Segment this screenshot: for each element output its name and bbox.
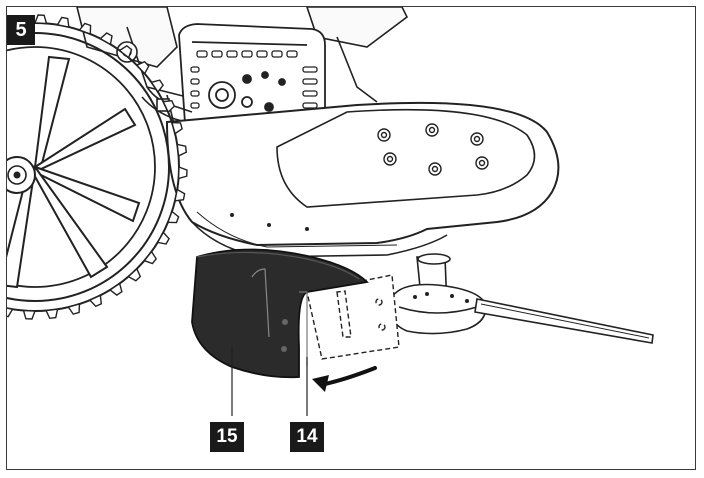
wheel-tread-tooth <box>45 308 59 320</box>
wheel-tread-tooth <box>99 32 113 46</box>
wheel-tread-tooth <box>7 307 14 318</box>
figure-number-badge: 5 <box>7 15 35 45</box>
wheel-tread-tooth <box>166 210 180 224</box>
wheel-tread-tooth <box>33 14 48 25</box>
wheel-tread-tooth <box>88 294 103 308</box>
spindle-head <box>389 253 654 344</box>
wheel-tread-tooth <box>78 22 92 36</box>
callout-leader-lines <box>231 347 308 416</box>
trimmer-illustration <box>7 7 654 416</box>
wheel-tread-tooth <box>127 267 142 282</box>
wheel-tread-tooth <box>67 303 81 315</box>
wheel-tread-tooth <box>22 309 37 320</box>
wheel-tread-tooth <box>108 282 123 296</box>
figure-frame: 5 15 14 <box>6 6 696 470</box>
wheel-tread-tooth <box>174 188 186 202</box>
wheel-tread-tooth <box>118 44 133 59</box>
wheel <box>7 14 188 320</box>
callout-label-14: 14 <box>290 422 324 452</box>
wheel-tread-tooth <box>156 231 170 245</box>
deflector-shield-15 <box>191 248 369 379</box>
wheel-tread-tooth <box>176 143 188 157</box>
wheel-tread-tooth <box>135 60 150 75</box>
callout-label-15: 15 <box>210 422 244 452</box>
wheel-tread-tooth <box>171 121 183 135</box>
wheel-tread-tooth <box>150 79 164 94</box>
mower-deck <box>165 101 560 258</box>
wheel-tread-tooth <box>162 99 176 114</box>
wheel-tread-tooth <box>143 250 158 265</box>
wheel-tread-tooth <box>177 165 188 180</box>
wheel-tread-tooth <box>56 16 70 28</box>
rotation-arrow-icon <box>312 366 377 392</box>
